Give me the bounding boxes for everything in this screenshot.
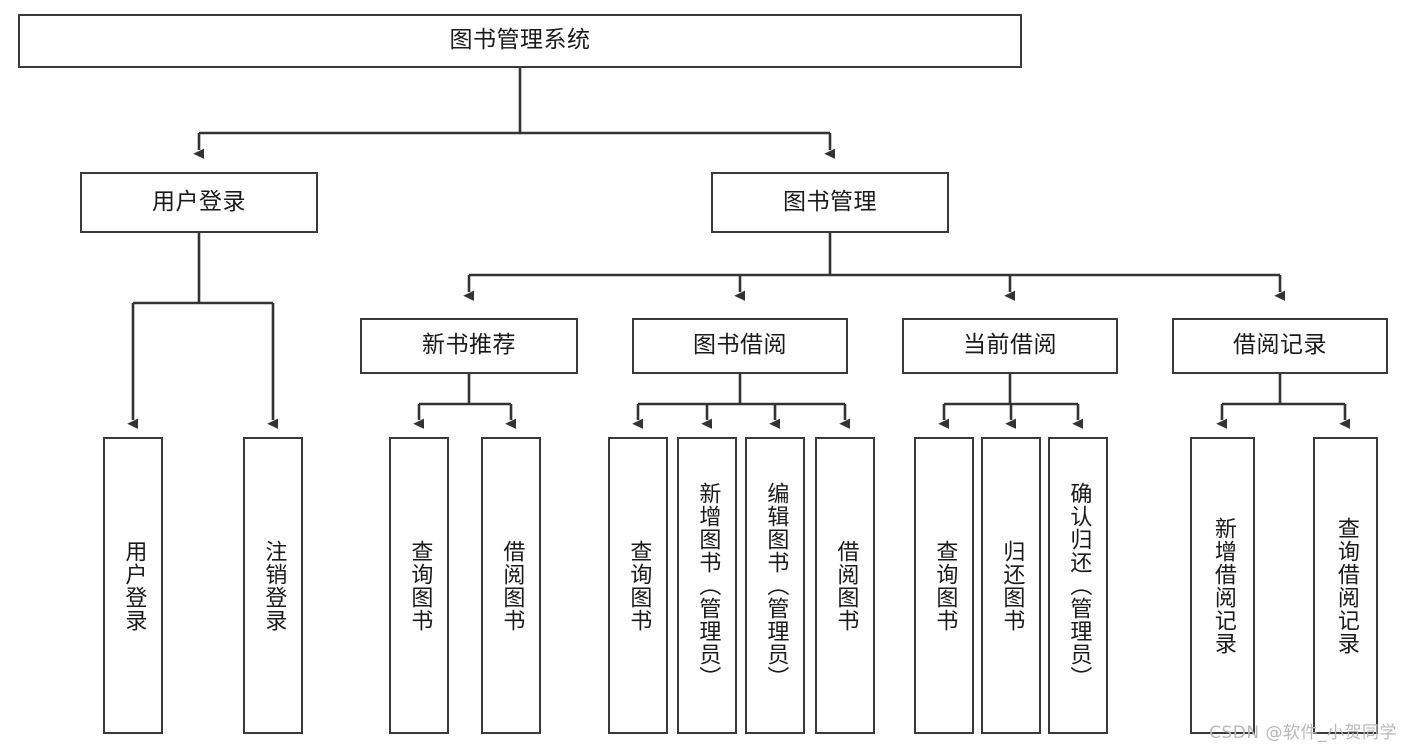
leaf-query-book-borrow[interactable]: 查询图书 [608,437,668,734]
node-root-book-management-system[interactable]: 图书管理系统 [18,14,1022,68]
node-label: 当前借阅 [963,332,1057,359]
leaf-query-book-current[interactable]: 查询图书 [914,437,974,734]
leaf-add-borrow-record[interactable]: 新增借阅记录 [1190,437,1255,734]
node-label: 查询图书 [932,539,958,632]
leaf-add-book[interactable]: 新增图书（管理员） [677,437,737,734]
leaf-borrow-book-recommend[interactable]: 借阅图书 [481,437,541,734]
node-label: 新书推荐 [422,332,516,359]
node-current-borrow[interactable]: 当前借阅 [902,318,1118,374]
node-label: 查询图书 [407,539,433,632]
leaf-edit-book[interactable]: 编辑图书（管理员） [745,437,805,734]
node-label: 图书管理系统 [449,27,591,54]
leaf-return-book[interactable]: 归还图书 [981,437,1041,734]
leaf-logout[interactable]: 注销登录 [243,437,303,734]
node-label: 借阅图书 [833,539,859,632]
node-label: 借阅图书 [499,539,525,632]
node-label: 注销登录 [261,539,287,632]
node-book-borrow[interactable]: 图书借阅 [632,318,848,374]
node-label: 用户登录 [121,539,147,632]
leaf-borrow-book[interactable]: 借阅图书 [815,437,875,734]
csdn-watermark: CSDN @软件_小贺同学 [1209,723,1397,743]
node-label: 编辑图书（管理员） [763,482,789,689]
node-label: 确认归还（管理员） [1066,482,1092,689]
node-label: 图书借阅 [693,332,787,359]
node-label: 新增借阅记录 [1210,516,1236,655]
node-user-login[interactable]: 用户登录 [80,172,318,233]
node-book-management[interactable]: 图书管理 [711,172,949,233]
leaf-query-borrow-record[interactable]: 查询借阅记录 [1313,437,1378,734]
node-label: 查询借阅记录 [1333,516,1359,655]
node-label: 图书管理 [783,188,877,215]
node-label: 借阅记录 [1233,332,1327,359]
node-label: 用户登录 [152,188,246,215]
node-new-book-recommend[interactable]: 新书推荐 [360,318,578,374]
leaf-query-book-recommend[interactable]: 查询图书 [389,437,449,734]
leaf-confirm-return[interactable]: 确认归还（管理员） [1048,437,1108,734]
node-label: 归还图书 [999,539,1025,632]
node-borrow-record[interactable]: 借阅记录 [1172,318,1388,374]
leaf-user-login[interactable]: 用户登录 [103,437,163,734]
node-label: 查询图书 [626,539,652,632]
node-label: 新增图书（管理员） [695,482,721,689]
